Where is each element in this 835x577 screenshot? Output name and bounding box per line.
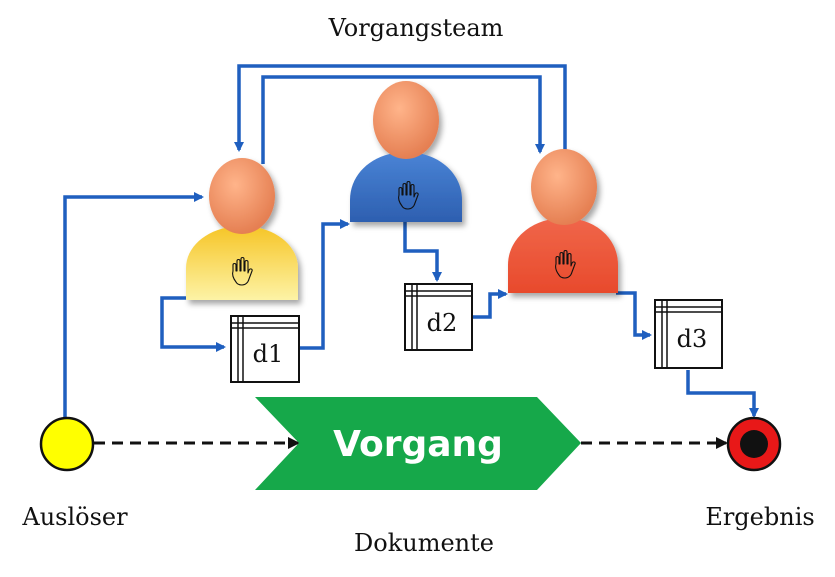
person-yellow: [186, 158, 298, 300]
person-red-head: [531, 149, 597, 225]
person-yellow-body: [186, 226, 298, 300]
flow-blue-to-d2: [403, 222, 442, 282]
result-label: Ergebnis: [705, 503, 814, 531]
flow-connectors: [63, 192, 759, 418]
loop-red-to-yellow: [234, 64, 567, 152]
process-label: Vorgang: [333, 424, 503, 465]
person-blue: [350, 81, 462, 222]
team-title: Vorgangsteam: [328, 14, 504, 42]
trigger-label: Auslöser: [21, 503, 128, 531]
flow-red-to-d3: [616, 291, 652, 340]
flow-d2-to-red: [472, 289, 508, 319]
document-label: d3: [677, 325, 708, 353]
flow-d1-to-blue: [300, 219, 350, 350]
result-event: [726, 416, 782, 472]
flow-d3-to-result: [686, 370, 759, 418]
document-d1: d1: [230, 315, 300, 383]
documents-label: Dokumente: [354, 529, 494, 557]
person-yellow-head: [209, 158, 275, 234]
person-blue-head: [373, 81, 439, 159]
flow-yellow-to-d1: [160, 296, 226, 352]
person-red: [508, 149, 618, 293]
process-shape: Vorgang: [255, 397, 581, 490]
document-label: d2: [427, 309, 458, 337]
document-d3: d3: [654, 299, 723, 369]
feedback-loops: [234, 64, 567, 164]
document-label: d1: [253, 340, 284, 368]
loop-yellow-to-red: [261, 75, 545, 164]
flow-trigger-to-yellow: [63, 192, 204, 418]
document-d2: d2: [404, 283, 473, 351]
trigger-event: [39, 416, 95, 472]
